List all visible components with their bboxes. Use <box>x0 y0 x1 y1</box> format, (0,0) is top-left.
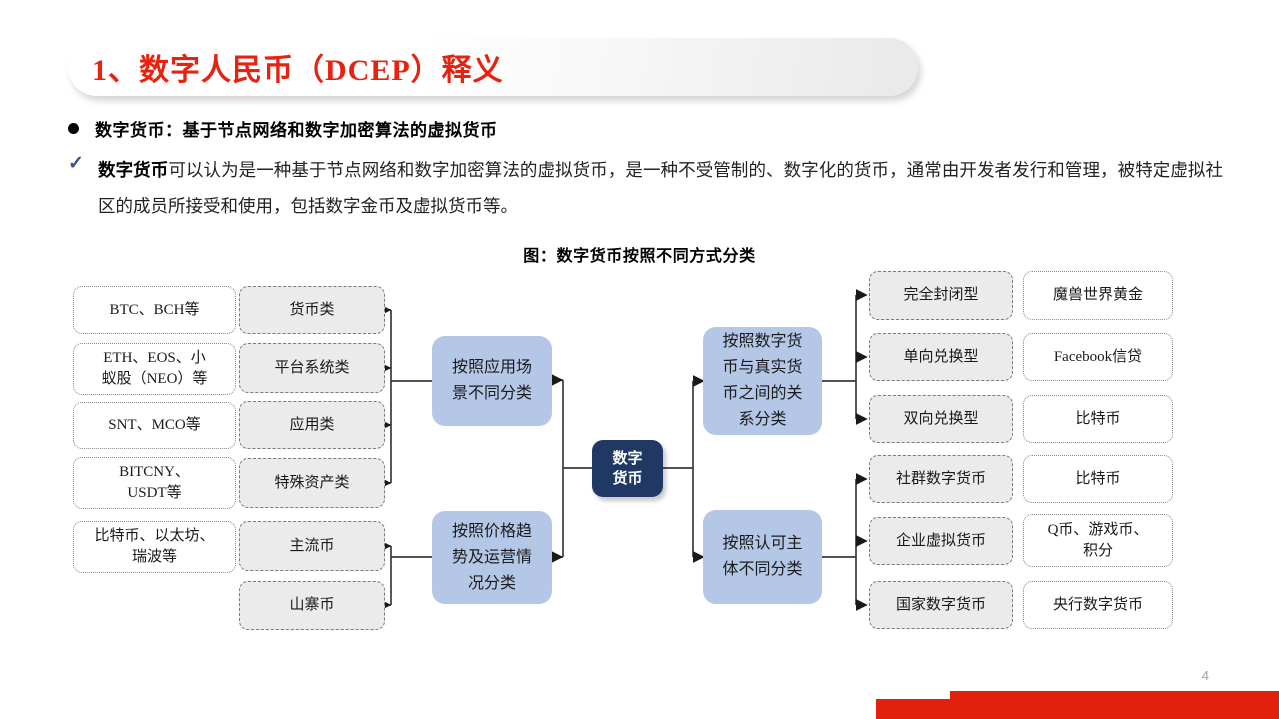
bullet-heading-text: 数字货币：基于节点网络和数字加密算法的虚拟货币 <box>95 121 498 140</box>
bullet-dot-icon <box>68 123 79 134</box>
example-label: 魔兽世界黄金 <box>1052 287 1143 303</box>
category-box[interactable]: 货币类 <box>239 286 385 334</box>
category-box[interactable]: 应用类 <box>239 401 385 449</box>
example-box[interactable]: Q币、游戏币、积分 <box>1023 514 1173 567</box>
example-box[interactable]: BTC、BCH等 <box>73 286 236 334</box>
example-box[interactable]: 央行数字货币 <box>1023 581 1173 629</box>
category-label: 国家数字货币 <box>895 596 986 613</box>
category-label: 货币类 <box>289 301 335 318</box>
category-label: 社群数字货币 <box>895 470 986 487</box>
category-box[interactable]: 特殊资产类 <box>239 458 385 508</box>
branch-node-real-currency-relation[interactable]: 按照数字货币与真实货币之间的关系分类 <box>703 327 822 435</box>
figure-title: 图：数字货币按照不同方式分类 <box>523 248 756 265</box>
check-icon: ✓ <box>68 153 84 174</box>
category-box[interactable]: 国家数字货币 <box>869 581 1013 629</box>
branch-label-issuer-subject: 按照认可主体不同分类 <box>722 535 803 578</box>
category-label: 企业虚拟货币 <box>895 532 986 549</box>
example-box[interactable]: 比特币 <box>1023 395 1173 443</box>
example-box[interactable]: BITCNY、USDT等 <box>73 457 236 509</box>
category-box[interactable]: 社群数字货币 <box>869 455 1013 503</box>
example-label: 比特币、以太坊、瑞波等 <box>94 528 215 565</box>
example-box[interactable]: 比特币、以太坊、瑞波等 <box>73 521 236 573</box>
category-label: 特殊资产类 <box>274 474 350 491</box>
category-label: 双向兑换型 <box>903 410 979 427</box>
category-box[interactable]: 平台系统类 <box>239 343 385 393</box>
example-label: SNT、MCO等 <box>108 417 201 433</box>
diagram-core-label: 数字货币 <box>612 450 643 487</box>
branch-node-price-trend[interactable]: 按照价格趋势及运营情况分类 <box>432 511 552 604</box>
example-label: ETH、EOS、小蚁股（NEO）等 <box>101 350 208 387</box>
category-box[interactable]: 山寨币 <box>239 581 385 630</box>
example-label: BITCNY、USDT等 <box>119 464 190 501</box>
diagram-core-node[interactable]: 数字货币 <box>592 440 663 497</box>
branch-label-price-trend: 按照价格趋势及运营情况分类 <box>451 522 532 592</box>
category-box[interactable]: 完全封闭型 <box>869 271 1013 320</box>
category-label: 单向兑换型 <box>903 348 979 365</box>
example-label: Facebook信贷 <box>1053 348 1143 365</box>
branch-node-app-scene[interactable]: 按照应用场景不同分类 <box>432 336 552 426</box>
page-number: 4 <box>1201 668 1209 683</box>
branch-node-issuer-subject[interactable]: 按照认可主体不同分类 <box>703 510 822 604</box>
example-label: 比特币 <box>1075 410 1121 427</box>
example-box[interactable]: ETH、EOS、小蚁股（NEO）等 <box>73 343 236 395</box>
footer-accent-bar-upper <box>876 699 1279 719</box>
category-label: 完全封闭型 <box>903 287 979 303</box>
bullet-body-rest: 可以认为是一种基于节点网络和数字加密算法的虚拟货币，是一种不受管制的、数字化的货… <box>98 160 1224 216</box>
bullet-body-emphasis: 数字货币 <box>98 160 169 180</box>
category-label: 平台系统类 <box>274 359 350 376</box>
page-title: 1、数字人民币（DCEP）释义 <box>92 54 504 87</box>
category-box[interactable]: 企业虚拟货币 <box>869 517 1013 565</box>
example-box[interactable]: SNT、MCO等 <box>73 402 236 449</box>
category-label: 山寨币 <box>289 597 335 613</box>
category-box[interactable]: 双向兑换型 <box>869 395 1013 443</box>
bullet-body-row: ✓ 数字货币可以认为是一种基于节点网络和数字加密算法的虚拟货币，是一种不受管制的… <box>68 152 1223 224</box>
branch-label-app-scene: 按照应用场景不同分类 <box>451 359 532 402</box>
category-box[interactable]: 单向兑换型 <box>869 333 1013 381</box>
example-label: 比特币 <box>1075 470 1121 487</box>
example-box[interactable]: Facebook信贷 <box>1023 333 1173 381</box>
bullet-body-text: 数字货币可以认为是一种基于节点网络和数字加密算法的虚拟货币，是一种不受管制的、数… <box>98 152 1223 224</box>
category-box[interactable]: 主流币 <box>239 521 385 571</box>
example-box[interactable]: 魔兽世界黄金 <box>1023 271 1173 320</box>
example-label: Q币、游戏币、积分 <box>1047 521 1149 559</box>
example-label: BTC、BCH等 <box>109 301 200 318</box>
footer-accent-bar-lower <box>950 691 1279 700</box>
bullet-heading-row: 数字货币：基于节点网络和数字加密算法的虚拟货币 <box>68 116 498 141</box>
example-box[interactable]: 比特币 <box>1023 455 1173 503</box>
branch-label-real-currency-relation: 按照数字货币与真实货币之间的关系分类 <box>722 333 803 428</box>
category-label: 主流币 <box>289 537 335 554</box>
example-label: 央行数字货币 <box>1052 596 1143 613</box>
category-label: 应用类 <box>289 416 335 433</box>
slide-title-banner <box>68 38 918 96</box>
